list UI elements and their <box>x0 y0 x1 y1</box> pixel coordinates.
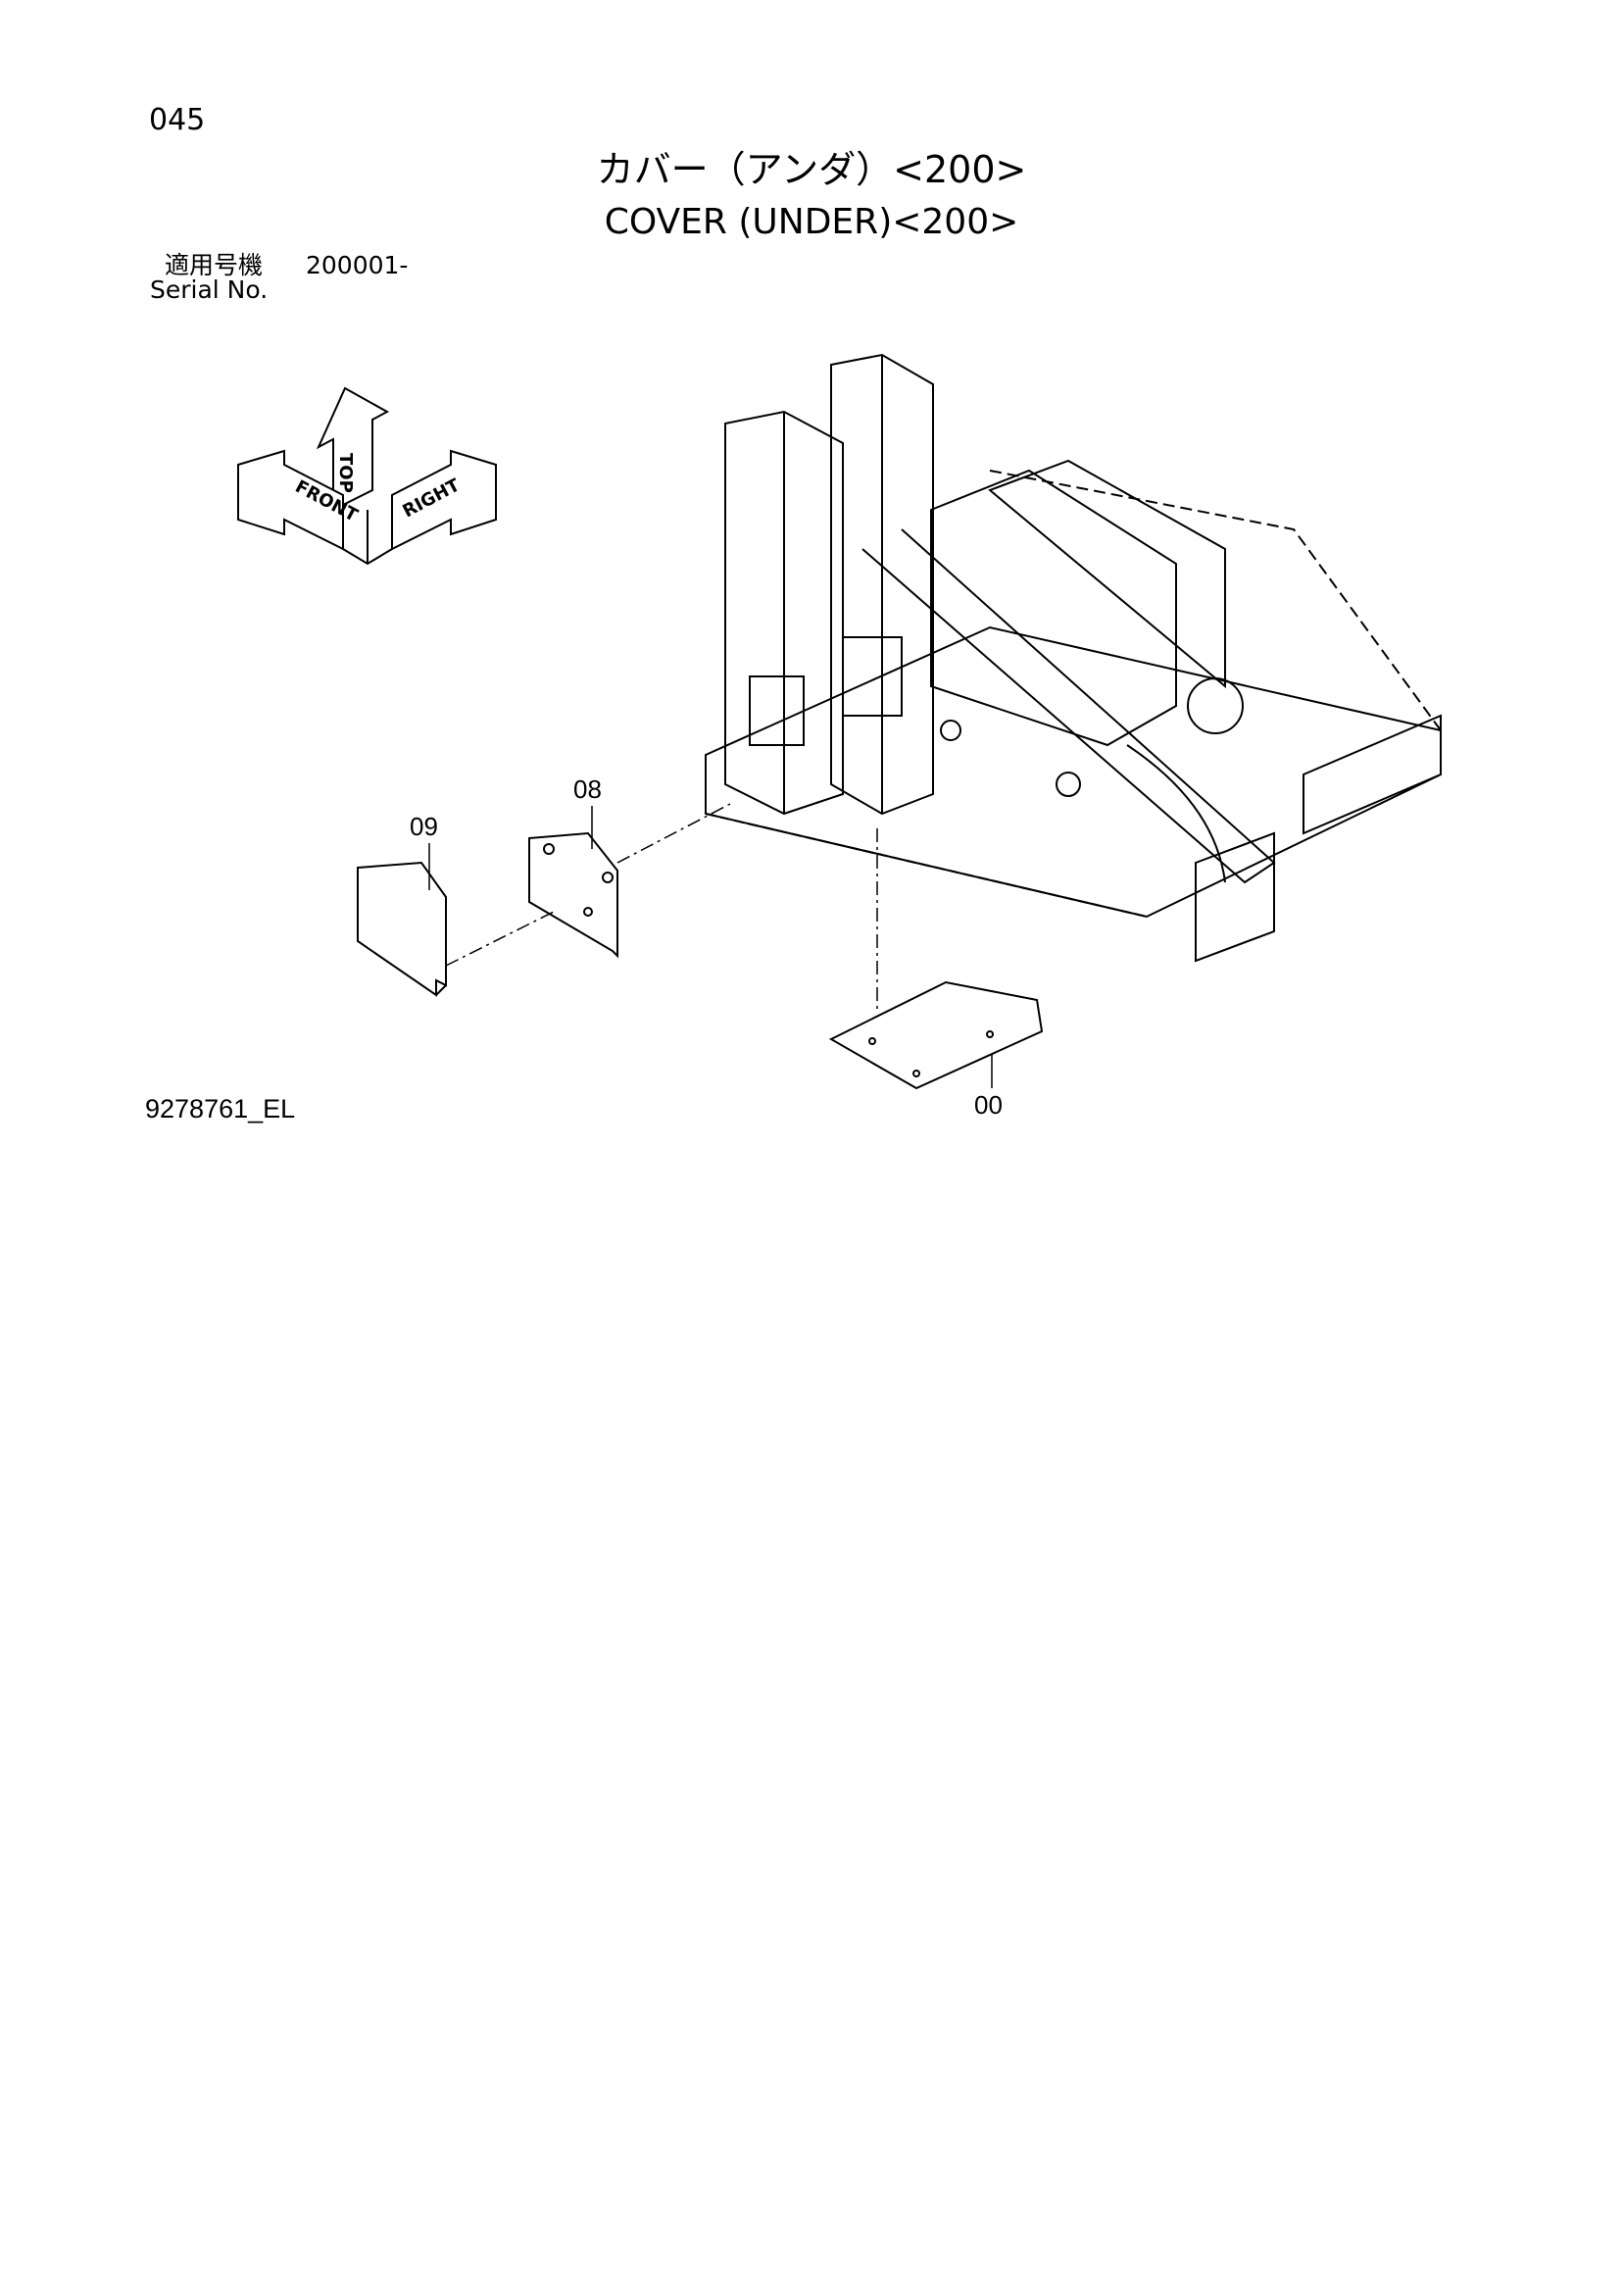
serial-label-japanese: 適用号機 <box>165 251 264 279</box>
callout-00: 00 <box>974 1090 1003 1120</box>
part-08-bracket-plate <box>528 831 618 959</box>
part-00-under-cover <box>828 980 1044 1090</box>
page-number: 045 <box>149 103 206 137</box>
drawing-number: 9278761_EL <box>145 1094 296 1123</box>
title-japanese: カバー（アンダ）<200> <box>596 148 1027 191</box>
part-09-cover-plate <box>357 861 447 997</box>
main-frame <box>705 353 1442 963</box>
direction-indicator <box>237 386 497 566</box>
serial-label-english: Serial No. <box>150 275 269 304</box>
callout-09: 09 <box>410 812 438 841</box>
top-label: TOP <box>335 453 356 493</box>
top-arrow-icon <box>316 386 390 512</box>
callout-08: 08 <box>573 774 602 804</box>
title-english: COVER (UNDER)<200> <box>604 202 1019 242</box>
assembly-lines <box>445 803 878 1010</box>
serial-range: 200001- <box>306 251 409 279</box>
